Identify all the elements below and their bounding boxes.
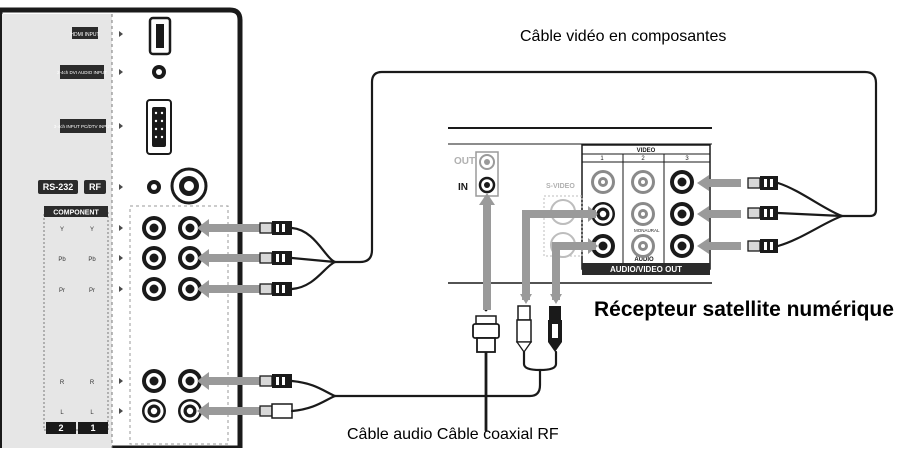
tv-label-l-2: L <box>60 410 64 416</box>
receiver-component-pr-jack <box>670 234 694 258</box>
receiver-label-col-2: 2 <box>641 156 645 162</box>
receiver-rf-out-jack <box>479 154 495 170</box>
receiver-rf-arrow <box>479 193 495 310</box>
tv-component-plug-pr <box>259 281 293 297</box>
receiver-component-plug-pr <box>747 239 778 253</box>
svg-text:RF: RF <box>89 182 101 192</box>
tv-label-audio-input: 2-4ch DVI AUDIO INPUT <box>57 65 107 79</box>
svg-text:2-4ch DVI AUDIO INPUT: 2-4ch DVI AUDIO INPUT <box>57 70 107 75</box>
tv-label-y-2: Y <box>60 227 64 233</box>
tv-label-rs232: RS-232 <box>38 180 78 194</box>
vga-port <box>146 99 172 155</box>
rf-coaxial-plug <box>472 315 500 353</box>
rf-coax-port <box>170 167 208 205</box>
tv-audio-mini-jack <box>152 65 166 79</box>
receiver-video-2-pb-jack <box>631 202 655 226</box>
tv-label-rf: RF <box>84 180 106 194</box>
tv-column-number-2: 2 <box>46 422 76 434</box>
component-video-cable <box>333 70 878 264</box>
tv-label-hdmi: HDMI INPUT <box>70 27 100 39</box>
component-video-cable-label: Câble vidéo en composantes <box>520 28 727 45</box>
receiver-label-col-3: 3 <box>685 156 689 162</box>
receiver-label-svideo: S-VIDEO <box>546 183 575 190</box>
tv-audio-plug-l <box>259 403 293 419</box>
receiver-audio-arrows <box>520 206 598 304</box>
svg-text:RS-232: RS-232 <box>43 182 74 192</box>
tv-label-y-1: Y <box>90 227 94 233</box>
receiver-component-plug-y <box>747 176 778 190</box>
audio-cable <box>333 368 542 398</box>
svg-text:3-4ch INPUT PC/DTV INPUT: 3-4ch INPUT PC/DTV INPUT <box>54 124 113 129</box>
receiver-video-2-jack <box>631 170 655 194</box>
tv-column-number-1: 1 <box>78 422 108 434</box>
tv-label-pr-1: Pr <box>89 288 95 294</box>
audio-rf-cable-label: Câble audio Câble coaxial RF <box>347 426 559 443</box>
hdmi-port <box>148 16 172 56</box>
tv-label-r-1: R <box>90 380 95 386</box>
tv-audio-2-r-jack <box>142 369 166 393</box>
tv-component-group-box <box>129 205 229 445</box>
tv-audio-2-l-jack <box>142 399 166 423</box>
receiver-label-out: OUT <box>454 156 475 167</box>
receiver-rf-in-jack <box>478 176 496 194</box>
tv-input-arrows <box>197 219 260 420</box>
tv-row-pointers <box>119 31 123 414</box>
receiver-audio-plug-l <box>515 305 533 354</box>
rs232-jack <box>147 180 161 194</box>
receiver-video-1-jack <box>591 170 615 194</box>
tv-label-pc-input: 3-4ch INPUT PC/DTV INPUT <box>54 119 113 133</box>
receiver-label-col-1: 1 <box>600 156 604 162</box>
receiver-component-pb-jack <box>670 202 694 226</box>
receiver-label-in: IN <box>458 182 468 193</box>
receiver-label-monaural: MONAURAL <box>634 228 660 233</box>
svg-text:COMPONENT: COMPONENT <box>53 210 99 217</box>
receiver-component-y-jack <box>670 170 694 194</box>
tv-component-2-y-jack <box>142 216 166 240</box>
receiver-title: Récepteur satellite numérique <box>594 298 894 321</box>
tv-component-plug-pb <box>259 250 293 266</box>
tv-panel-label-strip <box>2 14 112 448</box>
receiver-label-av-out: AUDIO/VIDEO OUT <box>610 265 682 274</box>
tv-component-2-pb-jack <box>142 246 166 270</box>
receiver-audio-plug-r <box>548 306 562 352</box>
tv-component-2-pr-jack <box>142 277 166 301</box>
tv-component-plug-y <box>259 220 293 236</box>
receiver-label-video: VIDEO <box>637 148 656 154</box>
receiver-video-2-pr-jack <box>631 234 655 258</box>
svg-text:1: 1 <box>90 423 95 433</box>
tv-label-pb-1: Pb <box>88 257 96 263</box>
receiver-output-arrows <box>697 175 741 254</box>
receiver-component-plug-pb <box>747 206 778 220</box>
svg-text:HDMI INPUT: HDMI INPUT <box>70 32 99 38</box>
receiver-label-audio: AUDIO <box>634 257 654 263</box>
tv-label-l-1: L <box>90 410 94 416</box>
tv-label-component: COMPONENT <box>44 206 108 217</box>
tv-audio-plug-r <box>259 373 293 389</box>
tv-label-pr-2: Pr <box>59 288 65 294</box>
svg-text:2: 2 <box>58 423 63 433</box>
tv-label-r-2: R <box>60 380 65 386</box>
tv-label-pb-2: Pb <box>58 257 66 263</box>
